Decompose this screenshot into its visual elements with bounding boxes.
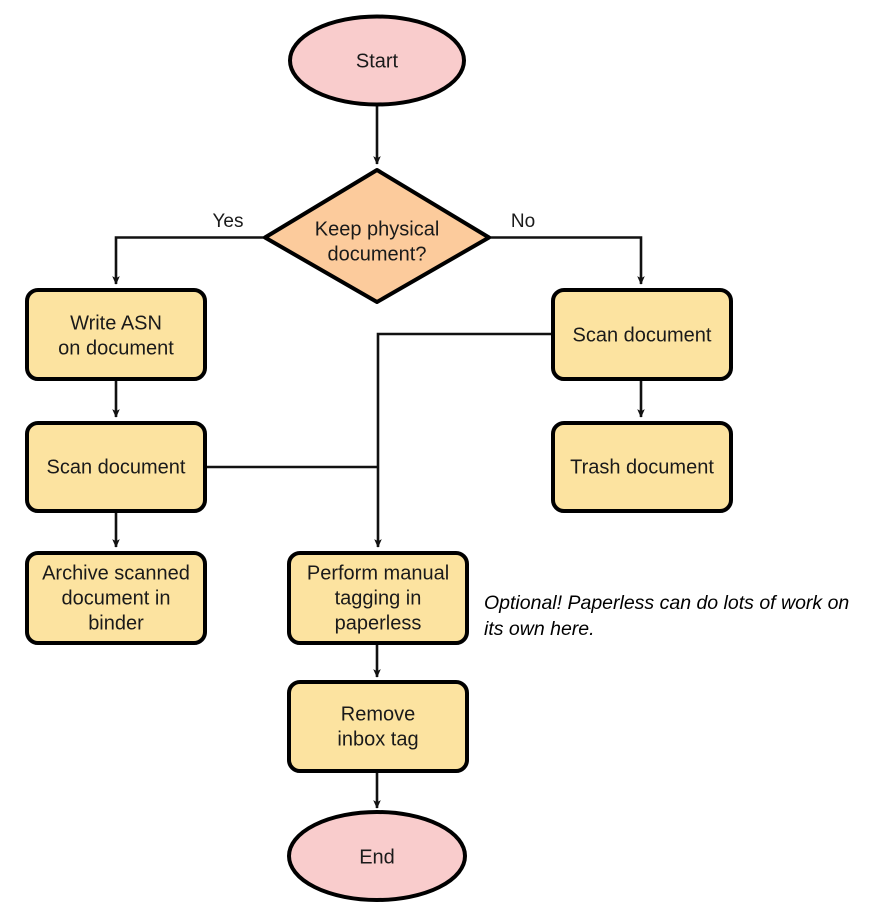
remove-inbox-box <box>287 680 469 773</box>
tagging-label-line3: paperless <box>335 612 422 634</box>
trash-box <box>551 421 733 513</box>
scan-left-box <box>25 421 207 513</box>
scan-right-label: Scan document <box>573 324 712 346</box>
tagging-box <box>287 551 469 645</box>
edges-layer <box>112 105 645 809</box>
decision-diamond <box>263 168 491 304</box>
node-write-asn[interactable]: Write ASN on document <box>25 288 207 381</box>
edge-scan-right-to-tagging <box>374 332 553 548</box>
write-asn-label-line2: on document <box>58 337 174 359</box>
annotation-line1: Optional! Paperless can do lots of work … <box>484 592 849 614</box>
archive-label-line2: document in <box>62 587 171 609</box>
write-asn-box <box>25 288 207 381</box>
archive-label-line3: binder <box>88 612 144 634</box>
node-trash-document[interactable]: Trash document <box>551 421 733 513</box>
edge-label-no: No <box>511 211 535 232</box>
node-remove-inbox-tag[interactable]: Remove inbox tag <box>287 680 469 773</box>
end-label: End <box>359 846 395 868</box>
node-scan-document-right[interactable]: Scan document <box>551 288 733 381</box>
scan-left-label: Scan document <box>47 456 186 478</box>
write-asn-label-line1: Write ASN <box>70 312 162 334</box>
end-ellipse <box>287 810 467 902</box>
tagging-label-line2: tagging in <box>335 587 422 609</box>
decision-label-line2: document? <box>328 243 427 265</box>
remove-inbox-label-line2: inbox tag <box>337 728 418 750</box>
scan-right-box <box>551 288 733 381</box>
node-scan-document-left[interactable]: Scan document <box>25 421 207 513</box>
annotation-line2: its own here. <box>484 618 595 640</box>
start-ellipse <box>288 14 466 107</box>
node-archive-scanned-document[interactable]: Archive scanned document in binder <box>25 551 207 645</box>
edge-decision-yes-to-write-asn <box>112 236 265 285</box>
tagging-label-line1: Perform manual <box>307 562 449 584</box>
decision-label-line1: Keep physical <box>315 218 440 240</box>
edge-decision-no-to-scan-right <box>490 236 645 285</box>
archive-box <box>25 551 207 645</box>
archive-label-line1: Archive scanned <box>42 562 190 584</box>
annotation-optional-paperless: Optional! Paperless can do lots of work … <box>484 592 849 640</box>
start-label: Start <box>356 50 399 72</box>
node-start[interactable]: Start <box>288 14 466 107</box>
edge-label-yes: Yes <box>213 211 244 232</box>
node-perform-manual-tagging[interactable]: Perform manual tagging in paperless <box>287 551 469 645</box>
node-end[interactable]: End <box>287 810 467 902</box>
remove-inbox-label-line1: Remove <box>341 703 415 725</box>
node-decision-keep-physical-document[interactable]: Keep physical document? <box>263 168 491 304</box>
trash-label: Trash document <box>570 456 714 478</box>
